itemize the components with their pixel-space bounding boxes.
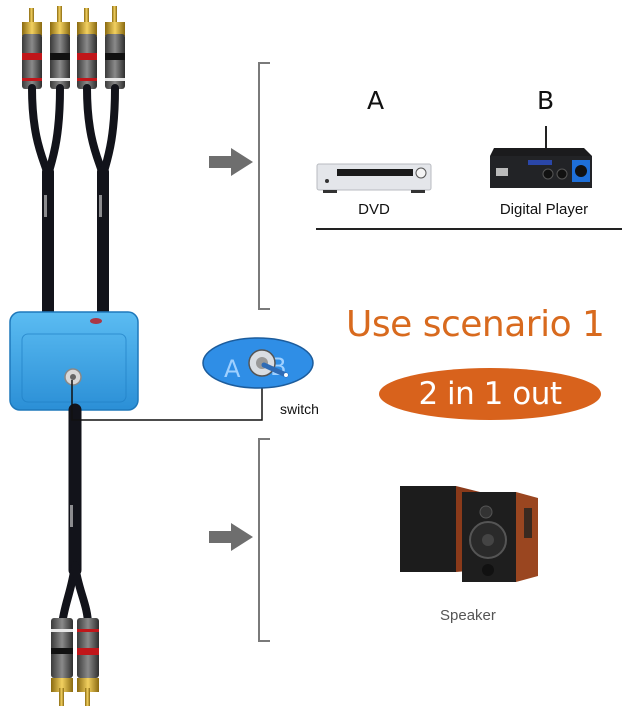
source-a-label: DVD xyxy=(358,201,390,218)
rca-plug-red xyxy=(77,8,97,89)
speaker-image xyxy=(400,486,538,582)
top-y-cables xyxy=(28,84,119,326)
switch-callout: A B xyxy=(202,337,314,389)
source-a-letter: A xyxy=(367,86,385,115)
rca-plug-white xyxy=(105,6,125,89)
mode-badge: 2 in 1 out xyxy=(379,368,601,420)
output-bracket xyxy=(258,438,270,642)
arrow-right-icon xyxy=(209,148,253,176)
rca-plug-white xyxy=(51,618,73,706)
bottom-rca-plugs xyxy=(51,618,99,706)
top-rca-plugs xyxy=(22,6,125,89)
divider-line xyxy=(316,228,622,230)
rca-cable-assembly xyxy=(9,6,139,706)
rca-plug-white xyxy=(50,6,70,89)
digital-player-image xyxy=(490,126,592,188)
switch-letter-a: A xyxy=(224,355,241,383)
speaker-label: Speaker xyxy=(440,607,496,624)
switch-box xyxy=(9,311,139,411)
rca-plug-red xyxy=(77,618,99,706)
rca-plug-red xyxy=(22,8,42,89)
mode-badge-text: 2 in 1 out xyxy=(418,376,562,412)
source-b-letter: B xyxy=(537,86,555,115)
arrow-right-icon xyxy=(209,523,253,551)
source-b-label: Digital Player xyxy=(499,201,589,218)
bottom-y-cable xyxy=(58,403,92,629)
dvd-player-image xyxy=(316,163,432,193)
switch-callout-line xyxy=(71,380,263,421)
input-bracket xyxy=(258,62,270,310)
scenario-title: Use scenario 1 xyxy=(346,304,605,345)
switch-label: switch xyxy=(280,401,319,417)
